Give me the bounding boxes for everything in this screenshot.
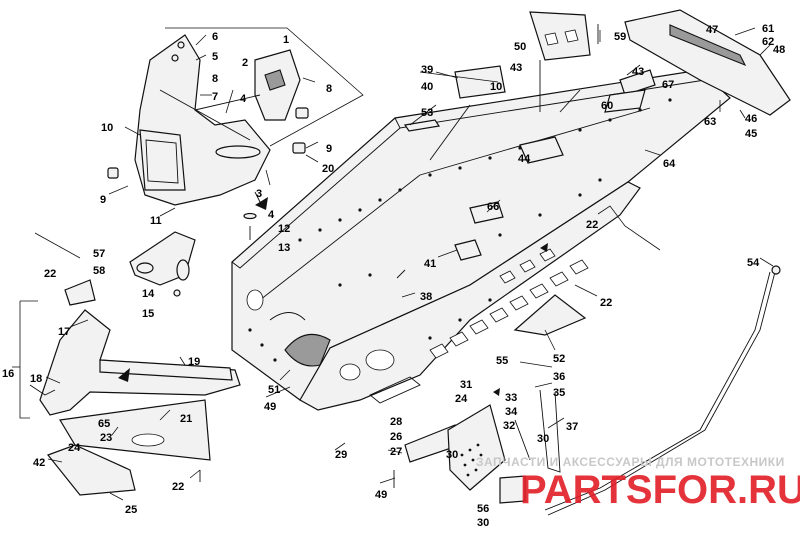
part-number-57: 57	[93, 248, 105, 260]
part-number-39: 39	[421, 64, 433, 76]
part-number-12: 12	[278, 223, 290, 235]
part-number-8: 8	[212, 73, 218, 85]
part-number-1: 1	[283, 34, 289, 46]
part-number-55: 55	[496, 355, 508, 367]
part-number-43: 43	[632, 66, 644, 78]
part-number-5: 5	[212, 51, 218, 63]
part-number-60: 60	[601, 100, 613, 112]
tunnel-rivets	[248, 98, 672, 362]
part-number-30b: 30	[537, 433, 549, 445]
part-number-26: 26	[390, 431, 402, 443]
part-number-67: 67	[662, 79, 674, 91]
part-number-6: 6	[212, 31, 218, 43]
part-number-10b: 10	[490, 81, 502, 93]
part-number-61: 61	[762, 23, 774, 35]
part-number-24: 24	[68, 442, 81, 454]
part-number-8b: 8	[326, 83, 332, 95]
direction-arrows	[118, 197, 548, 396]
part-number-54: 54	[747, 257, 760, 269]
part-number-65: 65	[98, 418, 110, 430]
part-number-3: 3	[256, 188, 262, 200]
rear-tube-assembly	[544, 265, 781, 516]
tunnel-side-vents	[429, 248, 589, 359]
part-number-41: 41	[424, 258, 436, 270]
part-number-25: 25	[125, 504, 137, 516]
part-number-4b: 4	[268, 209, 275, 221]
part-number-21: 21	[180, 413, 192, 425]
part-number-9b: 9	[100, 194, 106, 206]
part-number-31: 31	[460, 379, 472, 391]
part-number-33: 33	[505, 392, 517, 404]
part-number-43b: 43	[510, 62, 522, 74]
part-number-13: 13	[278, 242, 290, 254]
part-number-labels: 1234456788991010111213141516171819202122…	[2, 23, 785, 529]
front-frame-lower	[29, 279, 241, 496]
part-number-19: 19	[188, 356, 200, 368]
part-number-22c: 22	[600, 297, 612, 309]
fasteners	[34, 24, 599, 488]
part-number-22b: 22	[172, 481, 184, 493]
part-number-23: 23	[100, 432, 112, 444]
rear-bumper	[403, 9, 791, 261]
part-number-37: 37	[566, 421, 578, 433]
part-number-51: 51	[268, 384, 280, 396]
part-number-47: 47	[706, 24, 718, 36]
part-number-62: 62	[762, 36, 774, 48]
part-number-59: 59	[614, 31, 626, 43]
part-number-22: 22	[44, 268, 56, 280]
part-number-9: 9	[326, 143, 332, 155]
watermark: ЗАПЧАСТИ И АКСЕССУАРЫ ДЛЯ МОТОТЕХНИКИ PA…	[476, 455, 800, 512]
part-number-24b: 24	[455, 393, 468, 405]
front-frame-upper	[107, 34, 309, 206]
part-number-4: 4	[240, 93, 247, 105]
watermark-logo: PARTSFOR.RU	[520, 468, 800, 512]
part-number-36: 36	[553, 371, 565, 383]
part-number-52: 52	[553, 353, 565, 365]
part-number-28: 28	[390, 416, 402, 428]
part-number-29: 29	[335, 449, 347, 461]
part-number-30: 30	[446, 449, 458, 461]
part-number-64: 64	[663, 158, 676, 170]
part-number-66: 66	[487, 201, 499, 213]
part-number-63: 63	[704, 116, 716, 128]
part-number-15: 15	[142, 308, 154, 320]
part-number-50: 50	[514, 41, 526, 53]
part-number-14: 14	[142, 288, 155, 300]
part-number-30c: 30	[477, 517, 489, 529]
part-number-16: 16	[2, 368, 14, 380]
tunnel-chassis	[231, 69, 731, 411]
part-number-53: 53	[421, 107, 433, 119]
part-number-17: 17	[58, 326, 70, 338]
part-number-58: 58	[93, 265, 105, 277]
leader-lines	[12, 27, 774, 501]
part-number-45: 45	[745, 128, 757, 140]
part-number-42: 42	[33, 457, 45, 469]
part-number-7: 7	[212, 91, 218, 103]
part-number-44: 44	[518, 153, 531, 165]
part-number-40: 40	[421, 81, 433, 93]
steering-post-bracket	[129, 231, 196, 297]
part-number-22d: 22	[586, 219, 598, 231]
running-board-parts	[404, 294, 587, 504]
part-number-34: 34	[505, 406, 518, 418]
part-number-48: 48	[773, 44, 785, 56]
part-number-38: 38	[420, 291, 432, 303]
part-number-32: 32	[503, 420, 515, 432]
part-number-35: 35	[553, 387, 565, 399]
part-number-10: 10	[101, 122, 113, 134]
part-number-27: 27	[390, 446, 402, 458]
part-number-2: 2	[242, 57, 248, 69]
part-number-49: 49	[264, 401, 276, 413]
part-number-56: 56	[477, 503, 489, 515]
watermark-tagline: ЗАПЧАСТИ И АКСЕССУАРЫ ДЛЯ МОТОТЕХНИКИ	[476, 455, 785, 469]
part-number-49b: 49	[375, 489, 387, 501]
part-number-11: 11	[150, 215, 162, 227]
part-number-18: 18	[30, 373, 42, 385]
part-number-20: 20	[322, 163, 334, 175]
part-number-46: 46	[745, 113, 757, 125]
